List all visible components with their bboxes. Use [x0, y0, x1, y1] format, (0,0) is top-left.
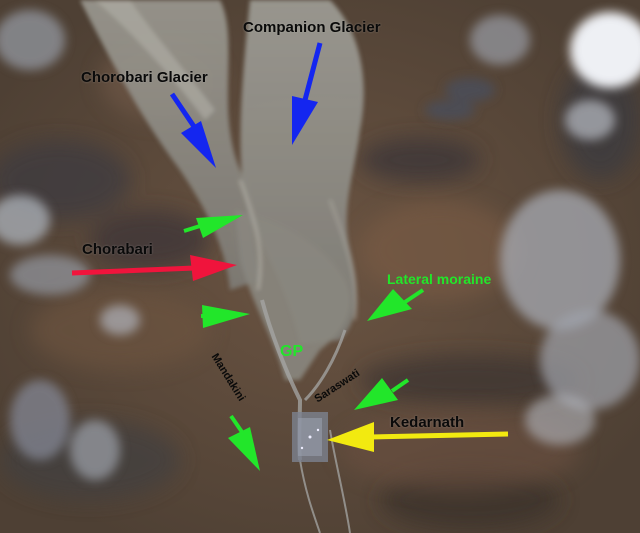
- label-chorobari-glacier: Chorobari Glacier: [81, 69, 208, 86]
- moraine-arrow-lower-right: [354, 378, 410, 410]
- chorobari-glacier-arrow: [169, 92, 216, 168]
- label-lateral-moraine: Lateral moraine: [387, 271, 492, 287]
- moraine-arrow-upper-left: [183, 215, 243, 238]
- label-companion-glacier: Companion Glacier: [243, 19, 381, 36]
- snow-patches: [0, 10, 640, 480]
- moraine-arrow-right: [367, 288, 425, 321]
- kedarnath-town: [292, 412, 328, 462]
- label-kedarnath: Kedarnath: [390, 414, 465, 431]
- moraine-arrow-lower-left: [228, 414, 260, 471]
- companion-glacier-arrow: [292, 42, 323, 145]
- moraine-arrow-middle-left: [201, 305, 250, 328]
- label-chorabari: Chorabari: [82, 241, 153, 258]
- label-gp: GP: [280, 343, 304, 360]
- chorabari-arrow: [71, 255, 237, 281]
- kedarnath-arrow: [327, 422, 509, 452]
